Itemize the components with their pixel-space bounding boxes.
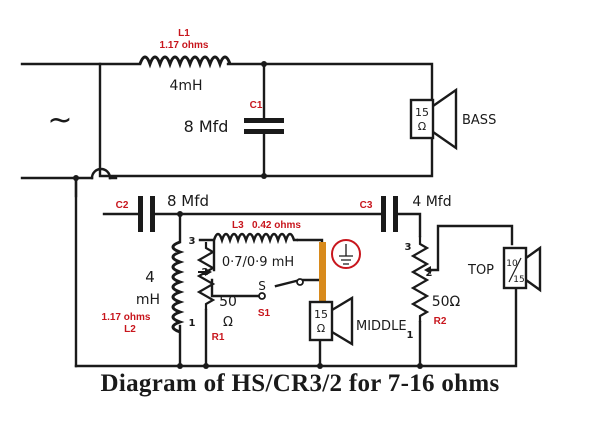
wire-lower-left [20, 176, 118, 198]
bass-impedance-top: 15 [415, 106, 429, 119]
inductor-l1 [138, 55, 232, 69]
annotation-circle [331, 239, 361, 269]
inductor-l3 [212, 232, 298, 245]
wire-l3-left [198, 238, 216, 272]
r1-pin-2: 2 [202, 267, 209, 278]
wire-r2-wiper [426, 224, 514, 272]
highlight-bar [319, 242, 326, 302]
top-impedance-top: 10 [506, 259, 518, 269]
bass-speaker-cone [432, 87, 458, 151]
r1-name: R1 [212, 332, 225, 343]
r1-value-top: 50 [219, 294, 237, 310]
wire-hop [90, 167, 112, 180]
l1-resistance: 1.17 ohms [160, 40, 209, 51]
l3-value: 0·7/0·9 mH [222, 255, 294, 270]
junction-dot [261, 173, 267, 179]
junction-dot [177, 211, 183, 217]
s1-contact-right [296, 278, 304, 286]
capacitor-c1-plate-top [244, 118, 284, 123]
c3-name: C3 [360, 200, 373, 211]
junction-dot [417, 363, 423, 369]
top-impedance-bottom: 15 [513, 275, 524, 285]
l3-label: L3 [232, 220, 244, 231]
middle-impedance-top: 15 [314, 308, 328, 321]
bass-impedance-bottom: Ω [418, 120, 426, 133]
capacitor-c2-plate-left [138, 196, 143, 232]
bass-label: BASS [462, 113, 496, 128]
resistor-r1-zigzag [196, 242, 216, 310]
c2-value: 8 Mfd [167, 192, 209, 210]
top-label: TOP [467, 263, 494, 278]
junction-dot [73, 175, 79, 181]
junction-dot [203, 363, 209, 369]
r1-pin-3: 3 [189, 236, 196, 247]
wire-c2-row [102, 212, 422, 238]
middle-speaker-box [308, 300, 334, 342]
resistor-r2-zigzag [410, 236, 430, 322]
junction-dot [261, 61, 267, 67]
inductor-l2 [171, 240, 185, 334]
s1-contact-left [258, 292, 266, 300]
capacitor-c2-plate-right [150, 196, 155, 232]
l2-name: L2 [124, 324, 136, 335]
top-speaker-cone [525, 245, 542, 293]
r2-pin-1: 1 [407, 330, 414, 341]
r1-wiper-head [205, 268, 212, 276]
ac-source-symbol: ~ [47, 103, 72, 138]
junction-dot [317, 363, 323, 369]
top-impedance-slash [508, 257, 522, 283]
wire-bottom-rail [74, 288, 518, 368]
c1-value: 8 Mfd [184, 117, 229, 136]
r1-pin-1: 1 [189, 318, 196, 329]
bass-speaker-box [409, 98, 435, 140]
r2-pin-2: 2 [426, 268, 433, 279]
c2-name: C2 [116, 200, 129, 211]
middle-label: MIDDLE [356, 319, 407, 334]
capacitor-c1-plate-bottom [244, 129, 284, 134]
l1-value: 4mH [169, 78, 202, 94]
middle-speaker-cone [331, 295, 354, 347]
l3-resistance: 0.42 ohms [252, 220, 301, 231]
c1-name: C1 [250, 100, 263, 111]
r2-pin-3: 3 [405, 242, 412, 253]
c3-value: 4 Mfd [412, 194, 451, 210]
l1-name: L1 [178, 28, 190, 39]
s1-label: S [258, 279, 266, 293]
l2-value-top: 4 [145, 268, 155, 286]
l2-resistance: 1.17 ohms [102, 312, 151, 323]
r2-value: 50Ω [432, 294, 461, 310]
earth-icon [339, 244, 353, 265]
l2-value-bottom: mH [136, 292, 160, 308]
diagram-caption: Diagram of HS/CR3/2 for 7-16 ohms [100, 370, 500, 397]
s1-name: S1 [258, 308, 271, 319]
wire-top-bus [20, 62, 434, 104]
r2-name: R2 [434, 316, 447, 327]
middle-impedance-bottom: Ω [317, 322, 325, 335]
junction-dot [177, 363, 183, 369]
wire-l3-right [296, 238, 324, 304]
capacitor-c3-plate-right [393, 196, 398, 232]
capacitor-c3-plate-left [381, 196, 386, 232]
r2-wiper-head [424, 266, 431, 274]
r1-value-bottom: Ω [223, 315, 233, 330]
